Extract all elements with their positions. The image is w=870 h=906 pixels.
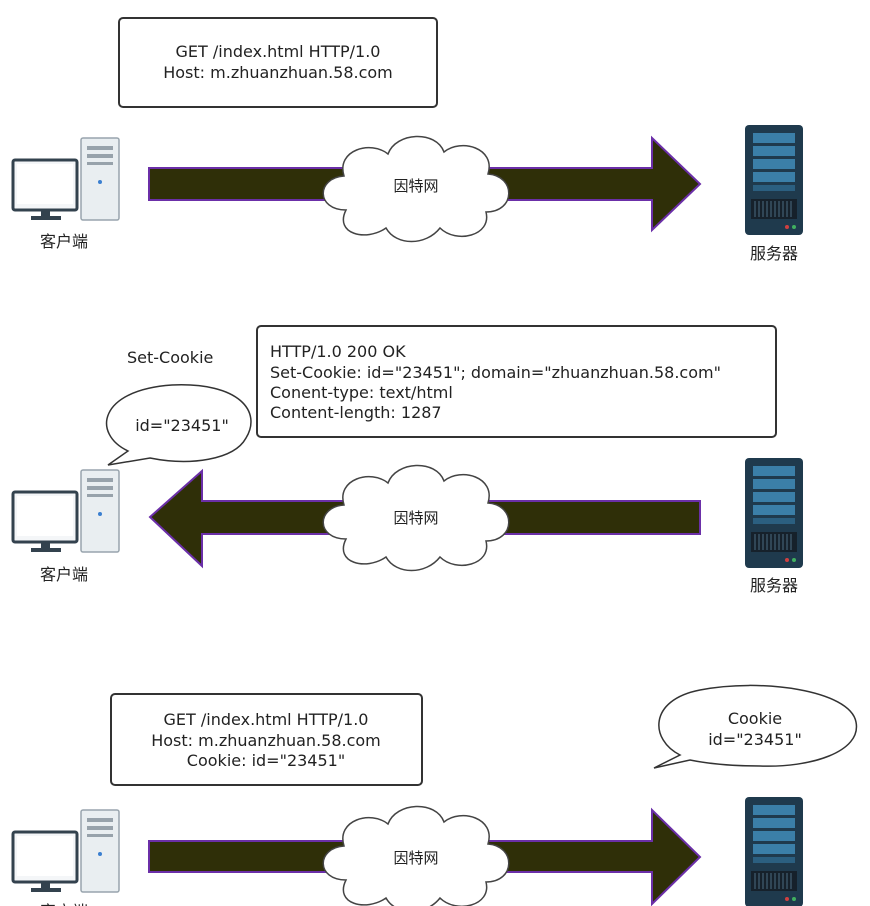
step2-client-label: 客户端 (40, 565, 88, 584)
step3-request-line-2: Host: m.zhuanzhuan.58.com (151, 731, 381, 750)
step1-request-line-1: GET /index.html HTTP/1.0 (176, 42, 381, 61)
step3-server-icon (744, 796, 804, 906)
step3-internet-label: 因特网 (393, 849, 438, 867)
step2-client-icon (11, 468, 121, 554)
step2-server-icon (744, 457, 804, 569)
step2-internet-label: 因特网 (393, 509, 438, 527)
step2-client-cookie-bubble: id="23451" (105, 384, 252, 466)
step3-server-bubble-line-2: id="23451" (708, 730, 802, 749)
step3-request-box: GET /index.html HTTP/1.0 Host: m.zhuanzh… (110, 693, 423, 786)
step3-server-cookie-bubble: Cookie id="23451" (653, 684, 858, 769)
step2-response-line-1: HTTP/1.0 200 OK (270, 342, 406, 361)
step2-server-label: 服务器 (750, 576, 798, 595)
step2-response-line-4: Content-length: 1287 (270, 403, 442, 422)
step2-client-bubble-text: id="23451" (135, 416, 229, 435)
step1-request-box: GET /index.html HTTP/1.0 Host: m.zhuanzh… (118, 17, 438, 108)
step2-response-line-2: Set-Cookie: id="23451"; domain="zhuanzhu… (270, 363, 721, 382)
step1-client-label: 客户端 (40, 232, 88, 251)
step1-server-icon (744, 124, 804, 236)
step1-request-line-2: Host: m.zhuanzhuan.58.com (163, 63, 393, 82)
set-cookie-caption: Set-Cookie (127, 348, 213, 367)
step3-request-line-3: Cookie: id="23451" (187, 751, 345, 770)
step1-client-icon (11, 136, 121, 222)
step2-response-box: HTTP/1.0 200 OK Set-Cookie: id="23451"; … (256, 325, 777, 438)
step2-response-line-3: Conent-type: text/html (270, 383, 453, 402)
step3-client-icon (11, 808, 121, 894)
step3-server-bubble-line-1: Cookie (728, 709, 782, 728)
step1-server-label: 服务器 (750, 244, 798, 263)
step3-request-line-1: GET /index.html HTTP/1.0 (164, 710, 369, 729)
step1-internet-label: 因特网 (393, 177, 438, 195)
step3-client-label: 客户端 (40, 902, 88, 906)
